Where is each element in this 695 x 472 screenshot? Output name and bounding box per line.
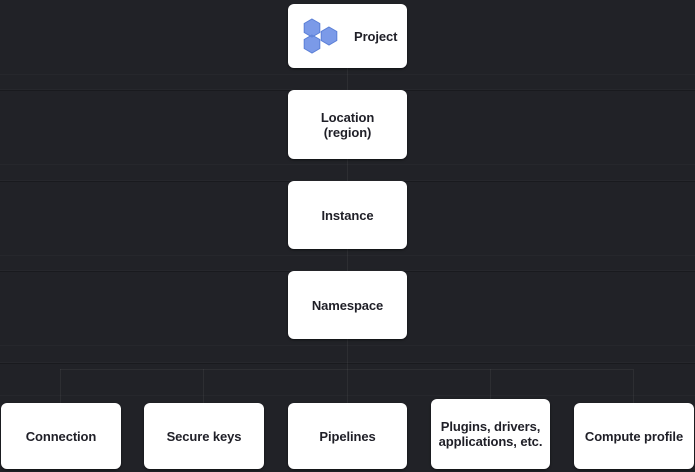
node-project[interactable]: Project bbox=[288, 4, 407, 68]
node-label: Plugins, drivers, applications, etc. bbox=[438, 419, 543, 449]
connector-project-location bbox=[347, 68, 348, 90]
node-instance[interactable]: Instance bbox=[288, 181, 407, 249]
node-pipelines[interactable]: Pipelines bbox=[288, 403, 407, 469]
connector-namespace-bus bbox=[347, 339, 348, 369]
node-label: Instance bbox=[321, 207, 374, 223]
background-band bbox=[0, 363, 695, 364]
connector-instance-namespace bbox=[347, 249, 348, 271]
connector-drop-compute-profile bbox=[633, 369, 634, 403]
connector-drop-connection bbox=[60, 369, 61, 403]
node-compute-profile[interactable]: Compute profile bbox=[574, 403, 694, 469]
connector-drop-plugins bbox=[490, 369, 491, 403]
node-connection[interactable]: Connection bbox=[1, 403, 121, 469]
connector-branch-bus bbox=[60, 369, 633, 370]
connector-drop-pipelines bbox=[347, 369, 348, 403]
connector-location-instance bbox=[347, 159, 348, 181]
node-secure-keys[interactable]: Secure keys bbox=[144, 403, 264, 469]
node-label: Connection bbox=[25, 428, 97, 444]
connector-drop-secure-keys bbox=[203, 369, 204, 403]
node-namespace[interactable]: Namespace bbox=[288, 271, 407, 339]
node-location-region[interactable]: Location (region) bbox=[288, 90, 407, 159]
node-plugins-drivers-applications[interactable]: Plugins, drivers, applications, etc. bbox=[431, 399, 550, 469]
node-label: Namespace bbox=[311, 297, 384, 313]
hexagon-cluster-icon bbox=[302, 18, 342, 54]
node-label: Secure keys bbox=[166, 428, 242, 444]
node-label: Project bbox=[354, 28, 398, 44]
node-label: Pipelines bbox=[319, 428, 376, 444]
node-label: Compute profile bbox=[584, 428, 684, 444]
node-label: Location (region) bbox=[320, 109, 375, 140]
